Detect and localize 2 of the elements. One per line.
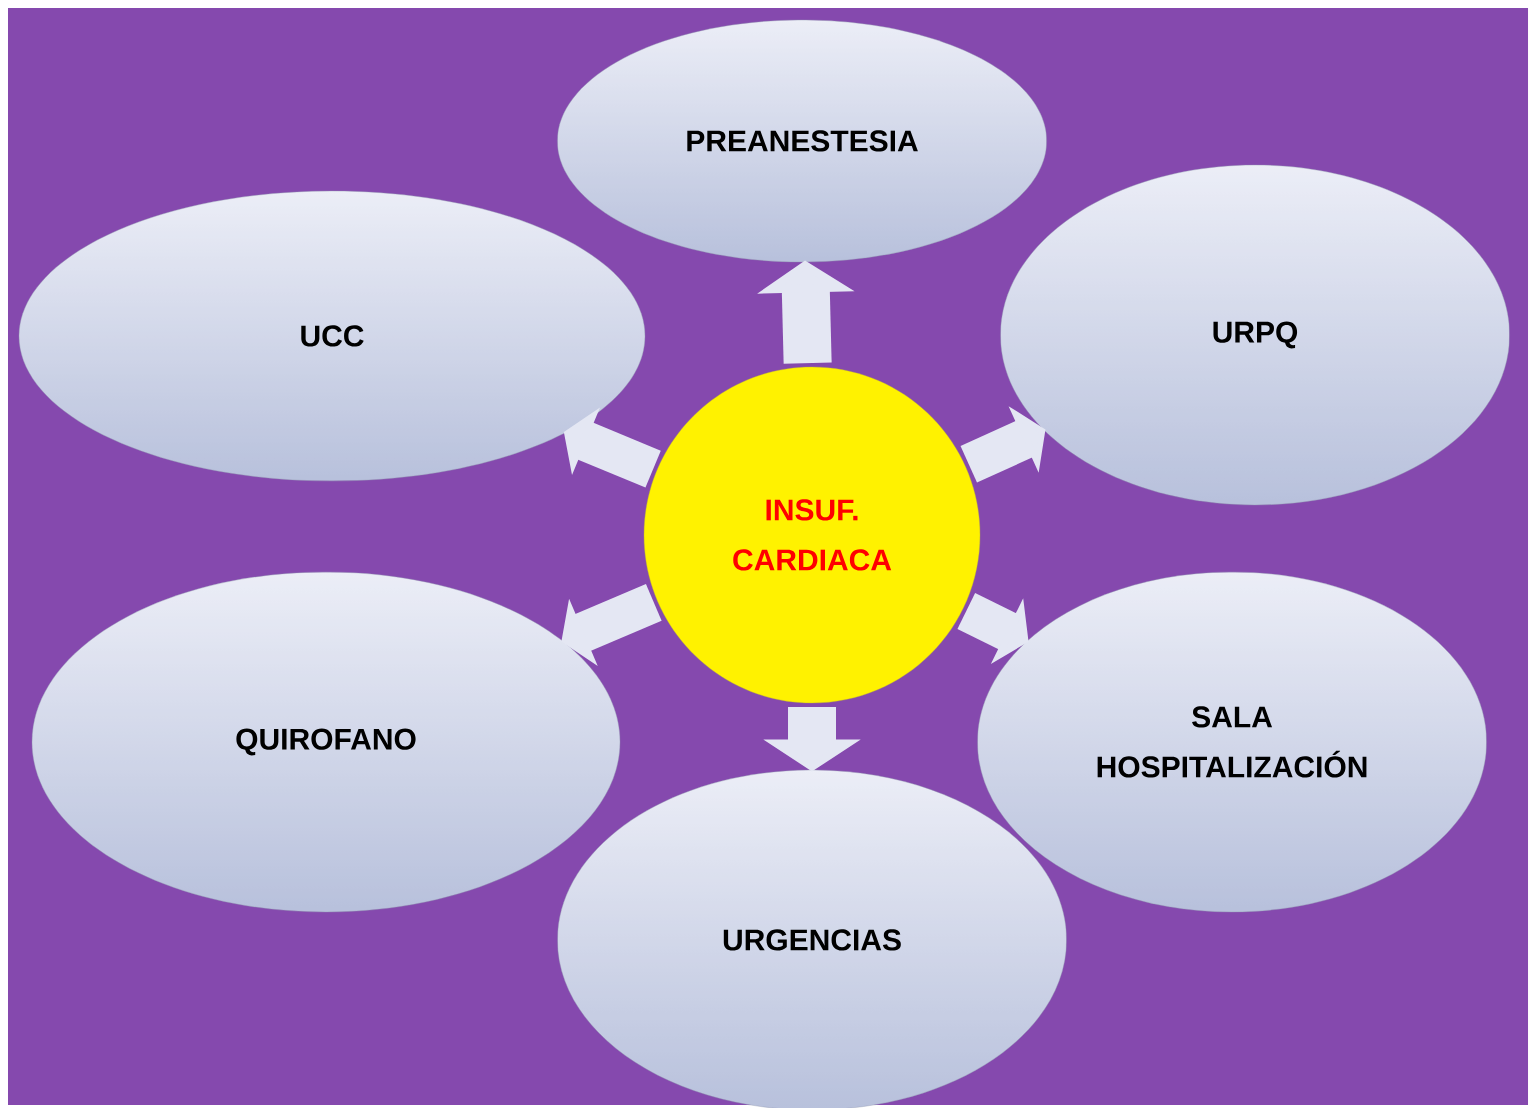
block-arrow <box>960 406 1046 483</box>
block-arrow <box>561 583 662 666</box>
